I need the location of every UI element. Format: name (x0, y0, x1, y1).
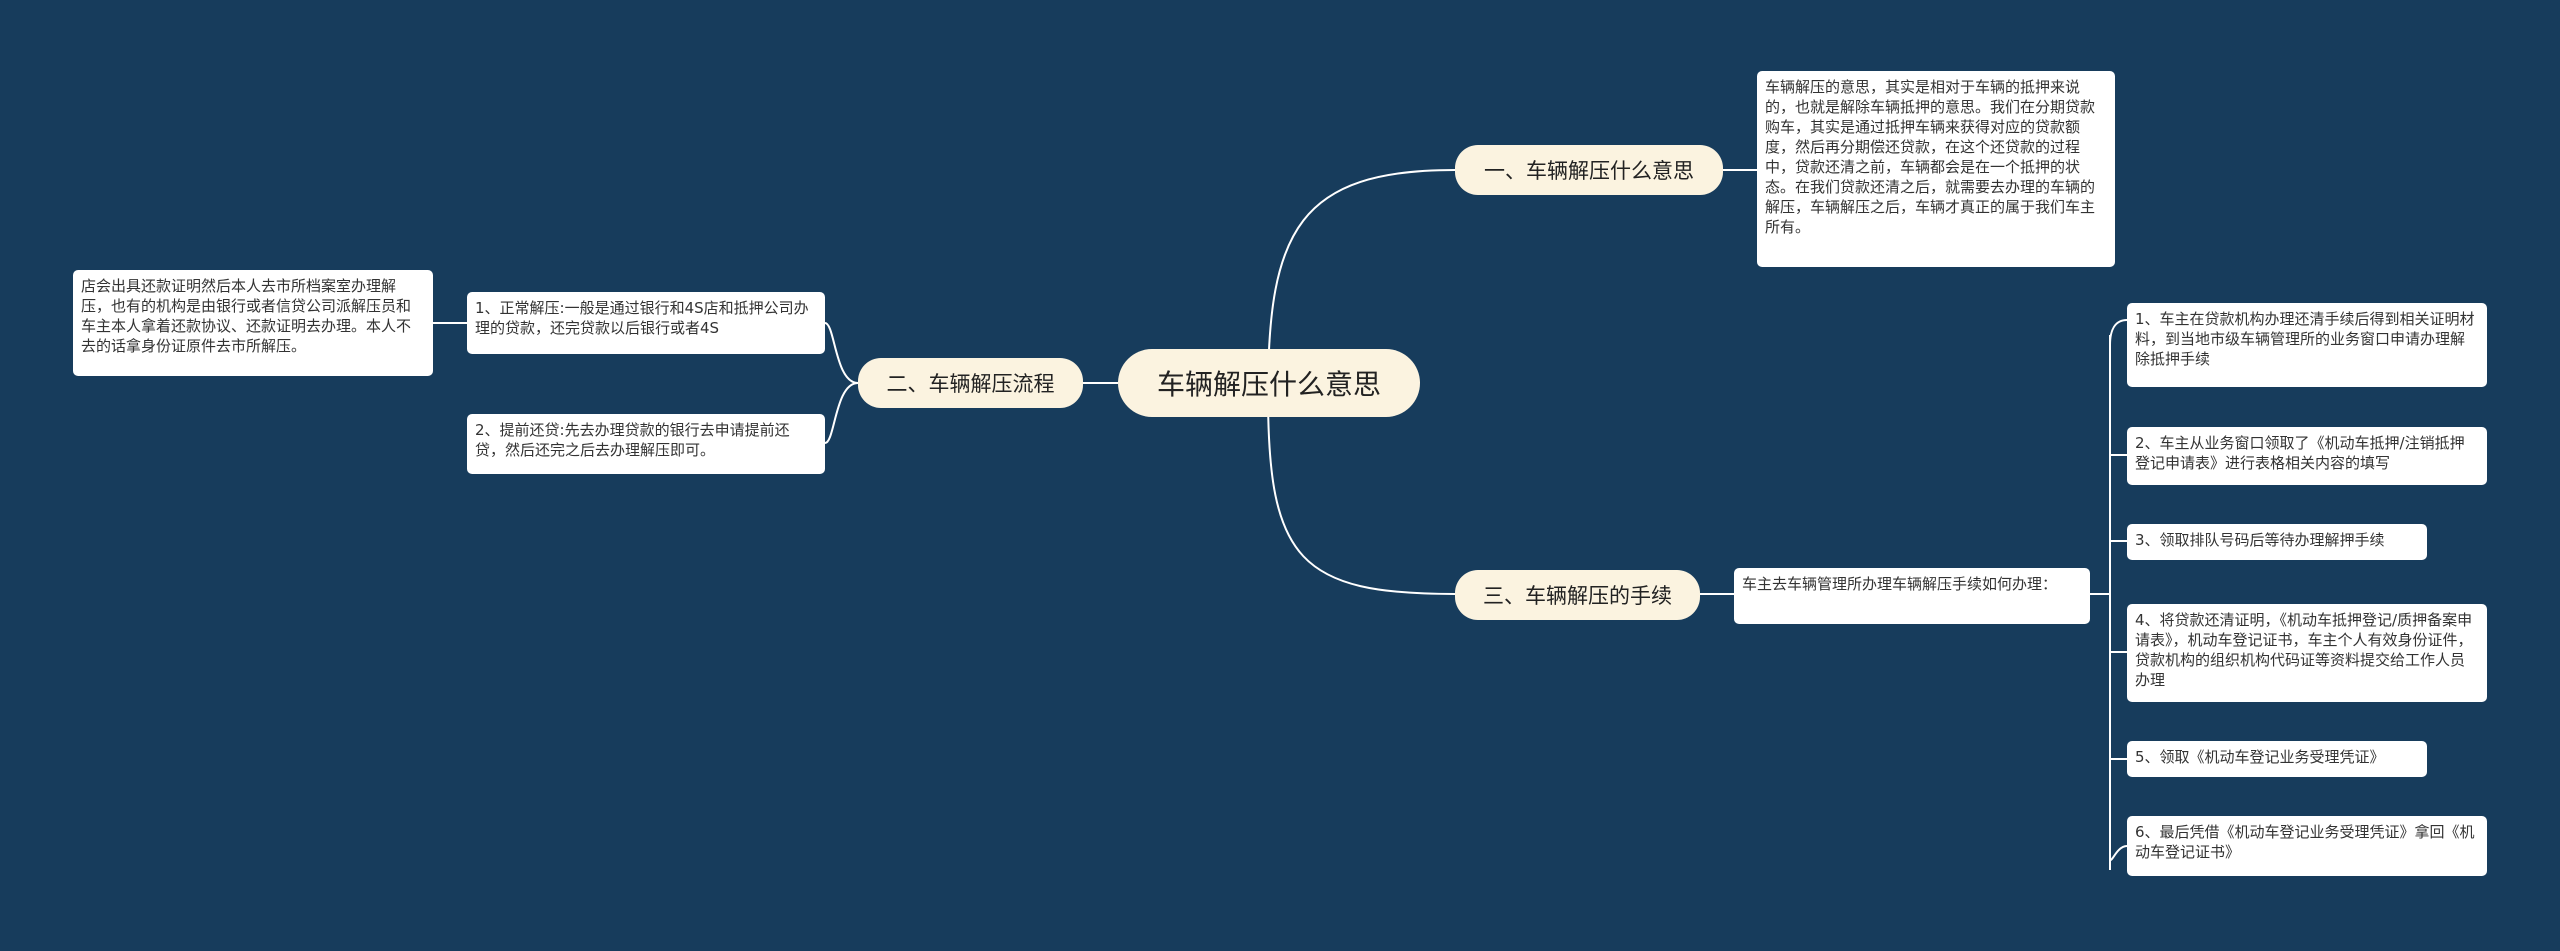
procedure-step-1[interactable]: 1、车主在贷款机构办理还清手续后得到相关证明材料，到当地市级车辆管理所的业务窗口… (2127, 303, 2487, 387)
procedure-step-5[interactable]: 5、领取《机动车登记业务受理凭证》 (2127, 741, 2427, 777)
link-b2-c1 (824, 322, 859, 384)
link-b3-g6 (2109, 845, 2128, 861)
branch-2-item-1-detail[interactable]: 店会出具还款证明然后本人去市所档案室办理解压，也有的机构是由银行或者信贷公司派解… (73, 270, 433, 376)
procedure-step-2[interactable]: 2、车主从业务窗口领取了《机动车抵押/注销抵押登记申请表》进行表格相关内容的填写 (2127, 427, 2487, 485)
branch-3-item-1[interactable]: 车主去车辆管理所办理车辆解压手续如何办理： (1734, 568, 2090, 624)
branch-2-item-2[interactable]: 2、提前还贷:先去办理贷款的银行去申请提前还贷，然后还完之后去办理解压即可。 (467, 414, 825, 474)
procedure-step-6[interactable]: 6、最后凭借《机动车登记业务受理凭证》拿回《机动车登记证书》 (2127, 816, 2487, 876)
branch-2-item-1[interactable]: 1、正常解压:一般是通过银行和4S店和抵押公司办理的贷款，还完贷款以后银行或者4… (467, 292, 825, 354)
link-root-b1 (1267, 169, 1456, 395)
link-root-b3 (1267, 393, 1456, 595)
procedure-step-3[interactable]: 3、领取排队号码后等待办理解押手续 (2127, 524, 2427, 560)
branch-1-detail[interactable]: 车辆解压的意思，其实是相对于车辆的抵押来说的，也就是解除车辆抵押的意思。我们在分… (1757, 71, 2115, 267)
procedure-step-4[interactable]: 4、将贷款还清证明，《机动车抵押登记/质押备案申请表》，机动车登记证书，车主个人… (2127, 604, 2487, 702)
branch-topic-3[interactable]: 三、车辆解压的手续 (1455, 570, 1700, 620)
link-b2-c2 (824, 382, 859, 444)
branch-topic-1[interactable]: 一、车辆解压什么意思 (1455, 145, 1723, 195)
branch-topic-2[interactable]: 二、车辆解压流程 (858, 358, 1083, 408)
root-topic[interactable]: 车辆解压什么意思 (1118, 349, 1420, 417)
link-b3-g1 (2109, 319, 2128, 346)
